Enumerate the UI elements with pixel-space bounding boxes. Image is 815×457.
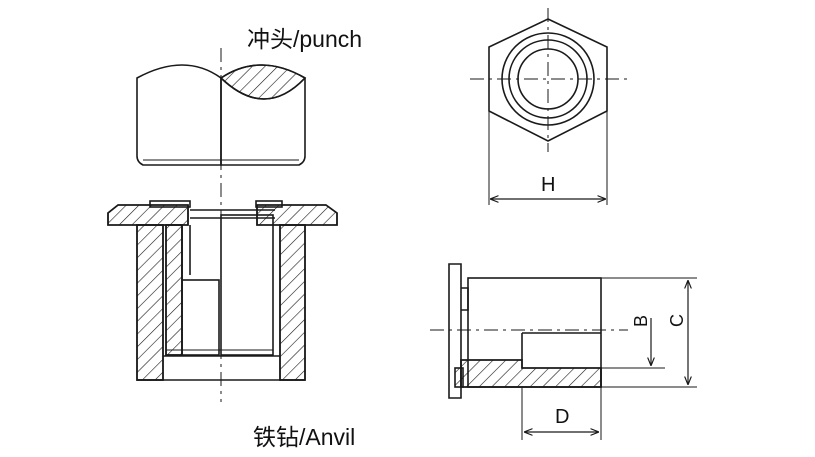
punch-body: [136, 64, 222, 166]
punch: [136, 64, 307, 166]
hex-outline: [488, 18, 608, 142]
dimension-d-label: D: [555, 406, 569, 428]
side-hatched-section: [460, 359, 602, 388]
hex-top-view: [470, 8, 627, 205]
side-head: [448, 263, 462, 399]
punch-anvil-assembly: [107, 48, 338, 402]
punch-hatch-fill: [219, 64, 307, 100]
anvil-right-wall: [279, 224, 306, 381]
sheet-plate: [107, 200, 338, 226]
dimension-c-label: C: [667, 314, 687, 327]
punch-cut-curve: [220, 77, 306, 100]
side-view: [430, 263, 697, 440]
dimension-b-label: B: [631, 315, 651, 327]
hex-middle-circle: [508, 39, 588, 119]
anvil-left-wall: [136, 224, 164, 381]
dimension-h-label: H: [541, 174, 555, 196]
anvil: [136, 224, 306, 381]
punch-label: 冲头/punch: [247, 26, 363, 52]
nut-in-anvil: [165, 214, 274, 356]
anvil-label: 铁钻/Anvil: [253, 424, 356, 450]
